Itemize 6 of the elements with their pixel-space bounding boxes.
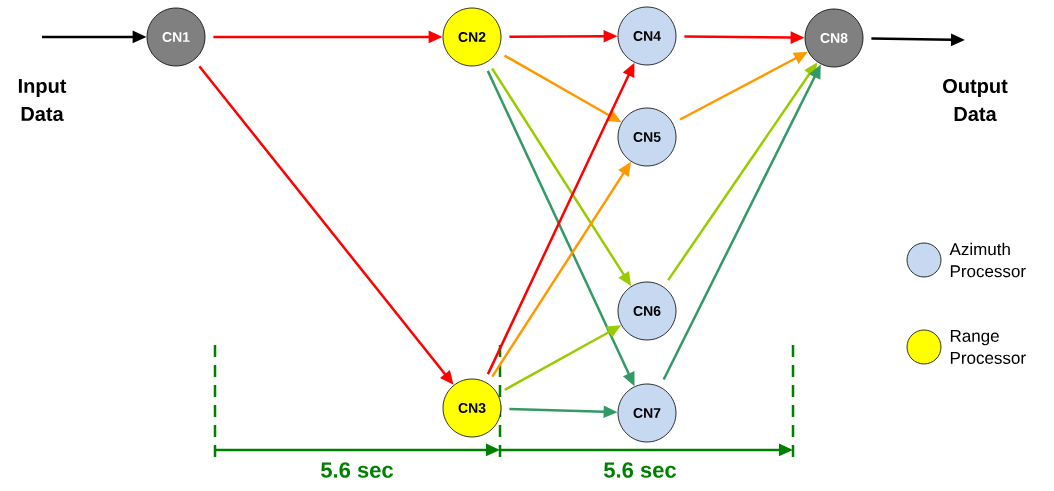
- duration-label: 5.6 sec: [321, 462, 394, 478]
- data-label: Input Data: [18, 79, 67, 121]
- legend-label: Azimuth Processor: [949, 242, 1026, 278]
- data-label: Output Data: [943, 78, 1008, 122]
- legend-label: Range Processor: [950, 330, 1026, 364]
- duration-label: 5.6 sec: [604, 462, 677, 478]
